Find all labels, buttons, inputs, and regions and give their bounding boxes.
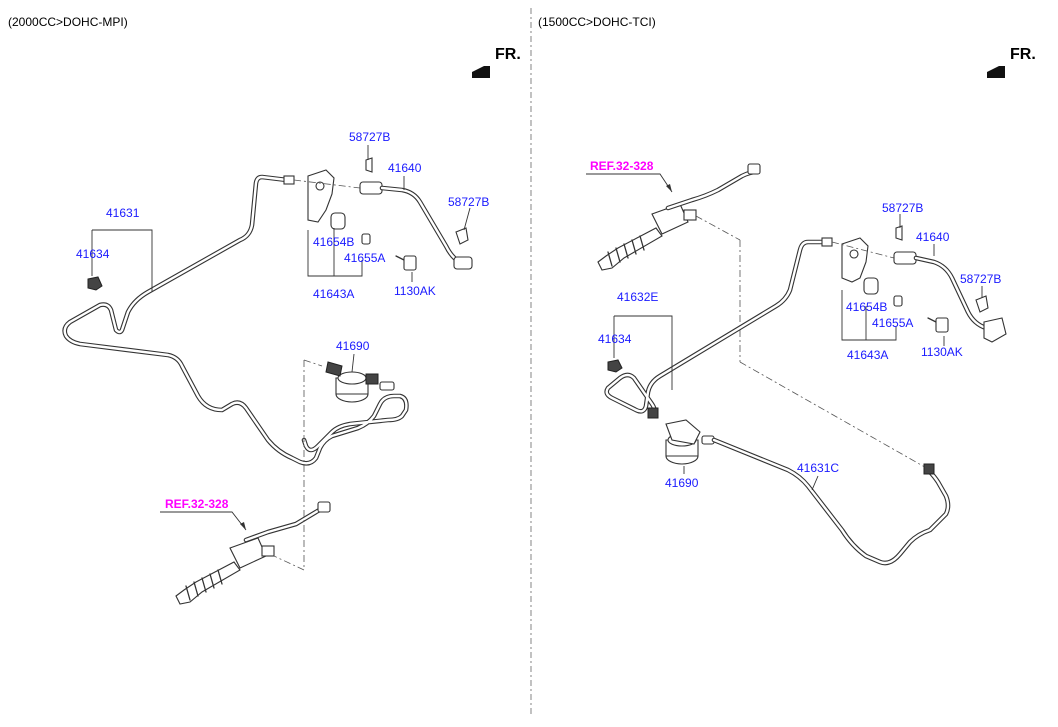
front-label: FR. xyxy=(495,46,521,63)
right-section-header: (1500CC>DOHC-TCI) xyxy=(538,15,656,29)
part-label-1130AK[interactable]: 1130AK xyxy=(394,284,436,298)
left-section-header: (2000CC>DOHC-MPI) xyxy=(8,15,128,29)
right-leader-lines xyxy=(586,173,983,491)
part-label-41631C[interactable]: 41631C xyxy=(797,461,839,475)
clip-58727B xyxy=(895,225,903,241)
clip-41634 xyxy=(87,276,103,291)
tube-41631 xyxy=(62,174,409,466)
clip-58727B-right xyxy=(975,295,989,313)
tube-41631C xyxy=(711,437,951,566)
washer-41654B xyxy=(330,212,346,230)
pin-41655A xyxy=(361,233,371,245)
hose-41640 xyxy=(359,181,473,270)
part-label-41640[interactable]: 41640 xyxy=(916,230,950,244)
part-label-58727B[interactable]: 58727B xyxy=(882,201,923,215)
clip-58727B xyxy=(365,157,373,173)
front-arrow-icon xyxy=(987,66,1005,78)
tube-41632E xyxy=(604,237,833,417)
part-label-41690[interactable]: 41690 xyxy=(336,339,370,353)
bolt-1130AK xyxy=(395,255,417,271)
bracket-41643A xyxy=(293,169,361,223)
part-label-58727B[interactable]: 58727B xyxy=(448,195,489,209)
part-label-41640[interactable]: 41640 xyxy=(388,161,422,175)
part-label-41631[interactable]: 41631 xyxy=(106,206,140,220)
part-label-41654B[interactable]: 41654B xyxy=(313,235,354,249)
part-label-58727B[interactable]: 58727B xyxy=(960,272,1001,286)
part-label-1130AK[interactable]: 1130AK xyxy=(921,345,963,359)
pin-41655A xyxy=(893,295,903,307)
release-cylinder-41690 xyxy=(325,361,395,403)
master-cylinder xyxy=(175,501,331,605)
reference-label[interactable]: REF.32-328 xyxy=(590,159,654,173)
part-label-41655A[interactable]: 41655A xyxy=(872,316,913,330)
right-assembly: REF.32-328 58727B 41640 58727B 41632E 41… xyxy=(586,159,1007,566)
front-arrow-icon xyxy=(472,66,490,78)
left-assembly: 58727B 41640 58727B 41631 41634 41654B 4… xyxy=(62,130,489,605)
part-label-41654B[interactable]: 41654B xyxy=(846,300,887,314)
reference-label[interactable]: REF.32-328 xyxy=(165,497,229,511)
hose-41640 xyxy=(893,251,1007,343)
master-cylinder xyxy=(597,163,761,271)
part-label-41634[interactable]: 41634 xyxy=(598,332,632,346)
clip-41634 xyxy=(607,359,623,373)
part-label-41655A[interactable]: 41655A xyxy=(344,251,385,265)
part-label-41643A[interactable]: 41643A xyxy=(847,348,888,362)
part-label-41643A[interactable]: 41643A xyxy=(313,287,354,301)
part-label-41632E[interactable]: 41632E xyxy=(617,290,658,304)
bolt-1130AK xyxy=(927,317,949,333)
left-leader-lines xyxy=(91,145,471,531)
part-label-58727B[interactable]: 58727B xyxy=(349,130,390,144)
front-direction-indicator-left: FR. xyxy=(472,46,521,78)
front-direction-indicator-right: FR. xyxy=(987,46,1036,78)
bracket-41643A xyxy=(831,237,895,283)
release-cylinder-41690 xyxy=(647,407,715,465)
washer-41654B xyxy=(863,277,879,295)
part-label-41634[interactable]: 41634 xyxy=(76,247,110,261)
front-label: FR. xyxy=(1010,46,1036,63)
part-label-41690[interactable]: 41690 xyxy=(665,476,699,490)
clip-58727B-right xyxy=(455,227,469,245)
